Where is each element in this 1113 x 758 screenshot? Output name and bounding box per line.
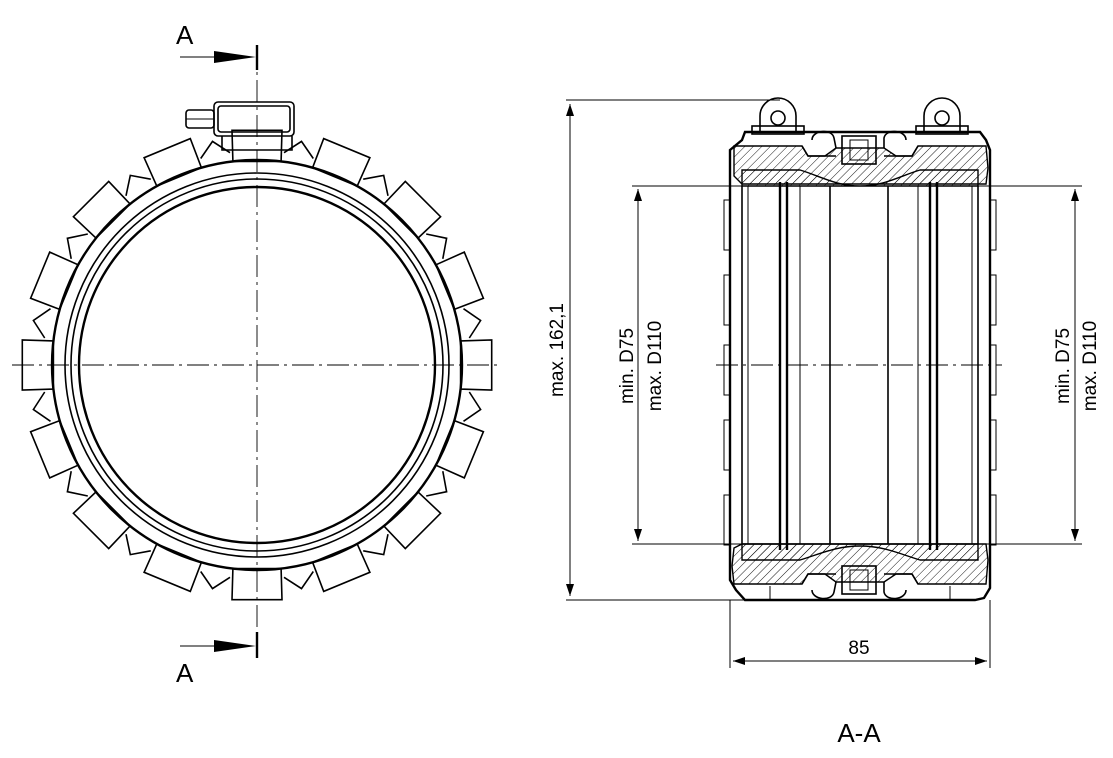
shell-notch xyxy=(426,471,448,497)
clamp-screw xyxy=(185,101,295,151)
shell-notch xyxy=(200,571,231,590)
shell-notch xyxy=(363,534,389,556)
section-outer-outline xyxy=(728,130,992,602)
side-bump xyxy=(723,419,731,471)
shell-notch xyxy=(363,174,389,196)
side-bump xyxy=(989,494,997,546)
shell-notch xyxy=(200,140,231,159)
bottom-clip xyxy=(769,565,951,600)
shell-segment xyxy=(29,419,80,479)
shell-notch xyxy=(66,233,88,259)
side-bump xyxy=(989,419,997,471)
shell-notch xyxy=(426,233,448,259)
shell-segment xyxy=(143,137,203,188)
shell-segment xyxy=(459,339,493,391)
section-arrow-bottom xyxy=(180,640,256,652)
shell-segment xyxy=(434,419,485,479)
section-view xyxy=(716,97,1002,602)
shell-segment xyxy=(72,180,132,240)
section-marker-top: A xyxy=(176,20,194,50)
shell-segment xyxy=(382,490,442,550)
dim-overall-height: max. 162,1 xyxy=(547,303,568,397)
shell-notch xyxy=(32,391,51,422)
shell-notch xyxy=(463,391,482,422)
top-clip xyxy=(801,130,919,165)
side-bump xyxy=(723,344,731,396)
section-title: A-A xyxy=(837,718,881,748)
shell-notch xyxy=(66,471,88,497)
shell-segment xyxy=(311,137,371,188)
shell-segment xyxy=(311,542,371,593)
top-seal-hatch xyxy=(741,169,979,187)
shell-segment xyxy=(21,339,55,391)
top-right-eyelet xyxy=(915,97,969,135)
dimension-labels: max. 162,1 min. D75 max. D110 min. D75 m… xyxy=(547,303,1101,748)
shell-segment xyxy=(382,180,442,240)
dim-right-bore-max: max. D110 xyxy=(1080,321,1101,411)
side-bump xyxy=(723,199,731,251)
top-left-eyelet xyxy=(751,97,805,135)
bottom-seal-hatch xyxy=(741,543,979,561)
shell-segment xyxy=(231,129,283,163)
dim-right-bore-min: min. D75 xyxy=(1053,328,1074,404)
dim-left-bore-max: max. D110 xyxy=(645,321,666,411)
shell-segment xyxy=(231,567,283,601)
side-segments xyxy=(723,199,997,546)
shell-notch xyxy=(32,308,51,339)
side-bump xyxy=(989,199,997,251)
shell-notch xyxy=(283,140,314,159)
shell-notch xyxy=(125,174,151,196)
shell-segment xyxy=(143,542,203,593)
dim-width: 85 xyxy=(848,638,869,659)
side-bump xyxy=(989,344,997,396)
front-view: A A xyxy=(12,20,500,688)
shell-segment xyxy=(29,251,80,311)
section-marker-bottom: A xyxy=(176,658,194,688)
side-bump xyxy=(989,274,997,326)
side-bump xyxy=(723,494,731,546)
shell-notch xyxy=(283,571,314,590)
shell-notch xyxy=(125,534,151,556)
section-arrow-top xyxy=(180,51,256,63)
shell-segment xyxy=(434,251,485,311)
shell-notch xyxy=(463,308,482,339)
dimension-lines xyxy=(566,99,1082,668)
dim-left-bore-min: min. D75 xyxy=(617,328,638,404)
segmented-shell xyxy=(21,129,493,601)
side-bump xyxy=(723,274,731,326)
shell-segment xyxy=(72,490,132,550)
